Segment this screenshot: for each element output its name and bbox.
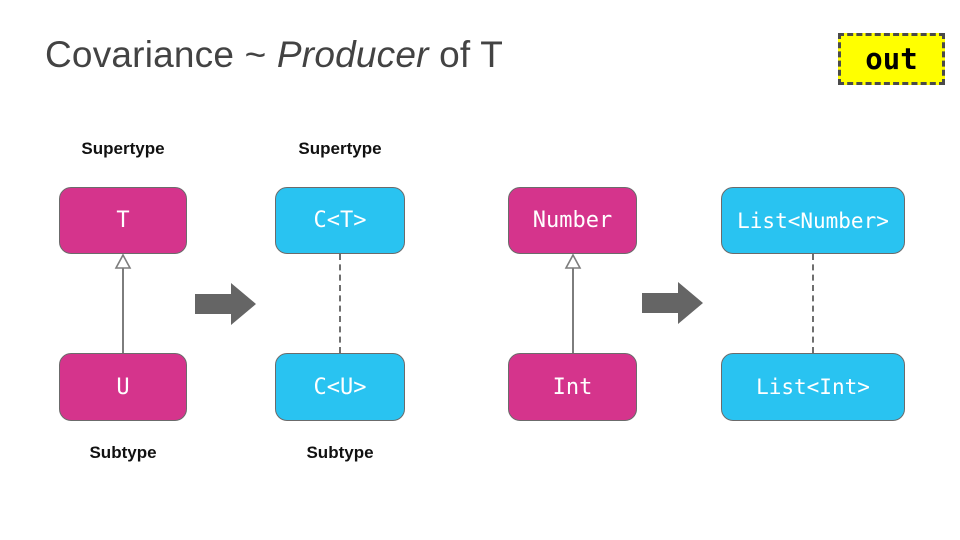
subtype-label: Subtype: [89, 443, 157, 462]
type-box-number: Number: [508, 187, 637, 254]
generic-box-list-int: List<Int>: [721, 353, 905, 421]
dashed-connector-line: [721, 254, 905, 353]
generic-box-ct: C<T>: [275, 187, 405, 254]
out-keyword-badge: out: [838, 33, 945, 85]
dashed-connector-line: [275, 254, 405, 353]
type-box-int: Int: [508, 353, 637, 421]
right-arrow-icon: [195, 282, 257, 326]
right-arrow-icon: [642, 281, 704, 325]
type-box-t: T: [59, 187, 187, 254]
title-prefix: Covariance ~: [45, 34, 277, 75]
inheritance-arrow-icon: [508, 254, 637, 353]
page-title: Covariance ~ Producer of T: [45, 34, 503, 76]
title-suffix: of T: [428, 34, 504, 75]
supertype-label: Supertype: [298, 139, 382, 158]
inheritance-arrow-icon: [59, 254, 187, 353]
type-box-u: U: [59, 353, 187, 421]
generic-box-list-number: List<Number>: [721, 187, 905, 254]
supertype-label: Supertype: [81, 139, 165, 158]
title-emphasis: Producer: [276, 34, 429, 75]
generic-box-cu: C<U>: [275, 353, 405, 421]
subtype-label: Subtype: [306, 443, 374, 462]
